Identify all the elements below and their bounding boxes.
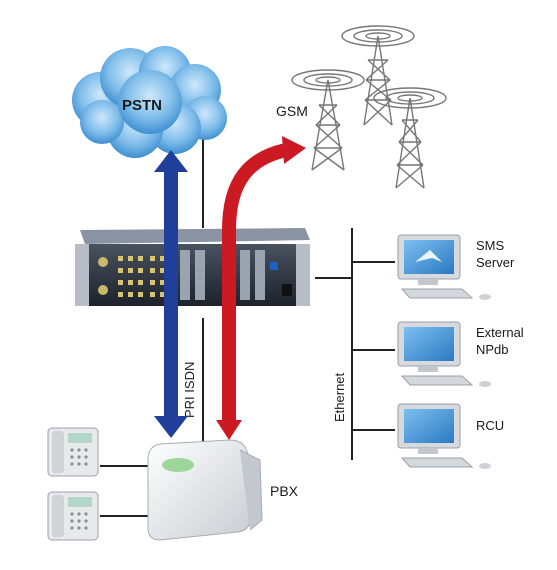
npdb-label-2: NPdb: [476, 342, 509, 357]
sms-server-computer-icon: [397, 234, 491, 300]
sms-server-label-2: Server: [476, 255, 515, 270]
pbx-box-icon: [147, 439, 263, 541]
desk-phone-icon: [47, 491, 99, 541]
gsm-arrow: [216, 136, 306, 440]
gateway-device-icon: [75, 228, 310, 306]
ethernet-label: Ethernet: [332, 372, 347, 422]
npdb-label-1: External: [476, 325, 524, 340]
desk-phone-icon: [47, 427, 99, 477]
external-npdb-computer-icon: [397, 321, 491, 387]
sms-server-label-1: SMS: [476, 238, 505, 253]
rcu-label: RCU: [476, 418, 504, 433]
pstn-cloud-icon: PSTN: [72, 46, 227, 158]
gsm-label: GSM: [276, 103, 308, 119]
pbx-label: PBX: [270, 483, 299, 499]
gsm-tower-icon: [291, 25, 447, 189]
pstn-label: PSTN: [122, 97, 162, 114]
connection-lines: [100, 118, 395, 517]
rcu-computer-icon: [397, 403, 491, 469]
pri-isdn-arrow: [154, 150, 188, 438]
pri-isdn-label: PRI ISDN: [182, 362, 197, 418]
